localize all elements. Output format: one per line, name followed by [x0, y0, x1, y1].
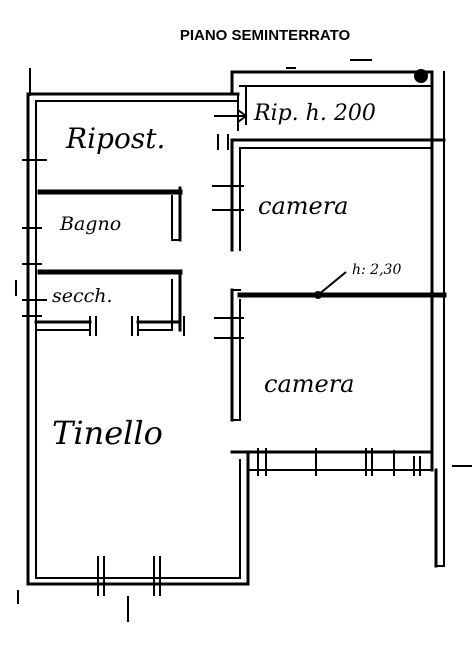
room-label-bagno: Bagno	[59, 213, 121, 235]
room-label-secchiaio: secch.	[52, 285, 113, 307]
plan-title: PIANO SEMINTERRATO	[180, 27, 351, 44]
outer-walls	[26, 69, 445, 586]
room-label-tinello: Tinello	[52, 414, 163, 452]
height-annotation: h: 2,30	[352, 262, 401, 278]
door-window-ticks	[15, 59, 472, 622]
interior-walls	[34, 85, 447, 422]
room-label-camera-bottom: camera	[264, 370, 355, 398]
room-label-ripostiglio-small: Rip. h. 200	[253, 101, 376, 126]
room-label-ripostiglio: Ripost.	[65, 122, 165, 155]
room-label-camera-top: camera	[258, 192, 349, 220]
